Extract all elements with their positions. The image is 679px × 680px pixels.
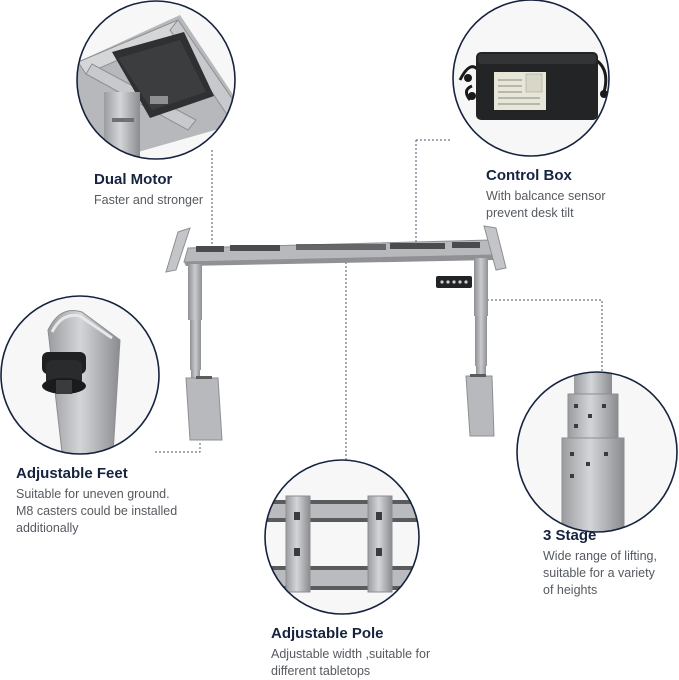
callout-control-box: Control Box With balcance sensor prevent…: [486, 167, 606, 222]
leader-line-feet: [155, 442, 201, 453]
adjustable-pole-desc: Adjustable width ,suitable for different…: [271, 646, 430, 680]
control-box-closeup-icon: [452, 0, 610, 157]
adjustable-pole-desc-line: Adjustable width ,suitable for: [271, 647, 431, 661]
adjustable-foot-closeup-icon: [0, 295, 160, 455]
dual-motor-title: Dual Motor: [94, 171, 173, 188]
dual-motor-desc-line: Faster and stronger: [94, 193, 204, 207]
adjustable-feet-title: Adjustable Feet: [16, 465, 128, 482]
callout-adjustable-pole: Adjustable Pole Adjustable width ,suitab…: [271, 625, 430, 680]
control-box-title: Control Box: [486, 167, 572, 184]
three-stage-title: 3 Stage: [543, 527, 597, 544]
three-stage-desc-line: Wide range of lifting,: [543, 549, 657, 563]
adjustable-feet-desc-line: Suitable for uneven ground.: [16, 487, 170, 501]
three-stage-desc-line: of heights: [543, 583, 598, 597]
adjustable-pole-desc-line: different tabletops: [271, 664, 371, 678]
three-stage-desc: Wide range of lifting, suitable for a va…: [543, 548, 657, 599]
leader-lines: [155, 139, 603, 460]
callout-adjustable-feet: Adjustable Feet Suitable for uneven grou…: [16, 465, 177, 537]
crossbar-closeup-icon: [264, 459, 420, 615]
adjustable-feet-desc-line: M8 casters could be installed: [16, 504, 178, 518]
adjustable-feet-desc: Suitable for uneven ground. M8 casters c…: [16, 486, 177, 537]
dual-motor-desc: Faster and stronger: [94, 192, 203, 209]
callout-three-stage: 3 Stage Wide range of lifting, suitable …: [543, 527, 657, 599]
control-box-desc-line: With balcance sensor: [486, 189, 606, 203]
three-stage-leg-closeup-icon: [516, 371, 678, 533]
leader-line-stage: [487, 299, 603, 372]
callout-dual-motor: Dual Motor Faster and stronger: [94, 171, 203, 209]
three-stage-desc-line: suitable for a variety: [543, 566, 655, 580]
control-box-desc: With balcance sensor prevent desk tilt: [486, 188, 606, 222]
adjustable-feet-desc-line: additionally: [16, 521, 79, 535]
adjustable-pole-title: Adjustable Pole: [271, 625, 384, 642]
desk-frame-icon: [165, 225, 507, 441]
control-box-desc-line: prevent desk tilt: [486, 206, 574, 220]
motor-closeup-icon: [76, 0, 236, 160]
